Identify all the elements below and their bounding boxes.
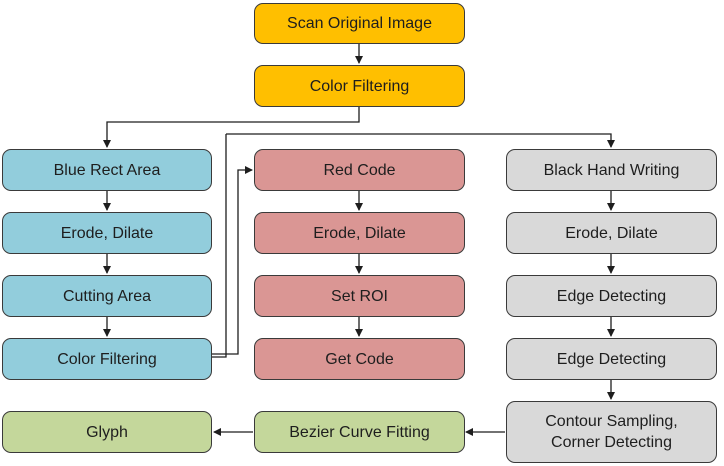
red-code-label: Red Code: [323, 161, 396, 179]
edge-detecting-1-box: Edge Detecting: [506, 275, 717, 317]
blue-color-filtering-label: Color Filtering: [57, 350, 157, 368]
scan-original-image-box: Scan Original Image: [254, 3, 465, 44]
blue-erode-dilate-label: Erode, Dilate: [60, 224, 154, 242]
black-hand-writing-label: Black Hand Writing: [543, 161, 680, 179]
cutting-area-box: Cutting Area: [2, 275, 212, 317]
get-code-box: Get Code: [254, 338, 465, 380]
contour-sampling-box: Contour Sampling, Corner Detecting: [506, 401, 717, 463]
black-hand-writing-box: Black Hand Writing: [506, 149, 717, 191]
red-erode-dilate-label: Erode, Dilate: [313, 224, 406, 242]
color-filtering-top-box: Color Filtering: [254, 65, 465, 107]
blue-erode-dilate-box: Erode, Dilate: [2, 212, 212, 254]
glyph-label: Glyph: [86, 423, 128, 441]
red-code-box: Red Code: [254, 149, 465, 191]
red-erode-dilate-box: Erode, Dilate: [254, 212, 465, 254]
set-roi-label: Set ROI: [331, 287, 388, 305]
scan-original-image-label: Scan Original Image: [287, 15, 432, 32]
gray-erode-dilate-label: Erode, Dilate: [565, 224, 658, 242]
edge-detecting-2-label: Edge Detecting: [556, 350, 667, 368]
arrow-filter-to-black-hand: [226, 133, 615, 148]
contour-sampling-label: Contour Sampling, Corner Detecting: [545, 413, 678, 451]
arrow-filter-to-blue-rect: [103, 107, 360, 148]
arrow-blue-filter-to-red-code: [212, 166, 253, 355]
color-filtering-top-label: Color Filtering: [309, 77, 410, 95]
get-code-label: Get Code: [325, 350, 394, 368]
blue-rect-area-box: Blue Rect Area: [2, 149, 212, 191]
connector-blue-filter-out: [212, 348, 227, 358]
cutting-area-label: Cutting Area: [62, 287, 152, 305]
edge-detecting-2-box: Edge Detecting: [506, 338, 717, 380]
blue-color-filtering-box: Color Filtering: [2, 338, 212, 380]
blue-rect-area-label: Blue Rect Area: [53, 161, 161, 179]
bezier-curve-fitting-box: Bezier Curve Fitting: [254, 411, 465, 453]
set-roi-box: Set ROI: [254, 275, 465, 317]
edge-detecting-1-label: Edge Detecting: [556, 287, 667, 305]
gray-erode-dilate-box: Erode, Dilate: [506, 212, 717, 254]
bezier-curve-fitting-label: Bezier Curve Fitting: [289, 423, 430, 441]
glyph-box: Glyph: [2, 411, 212, 453]
